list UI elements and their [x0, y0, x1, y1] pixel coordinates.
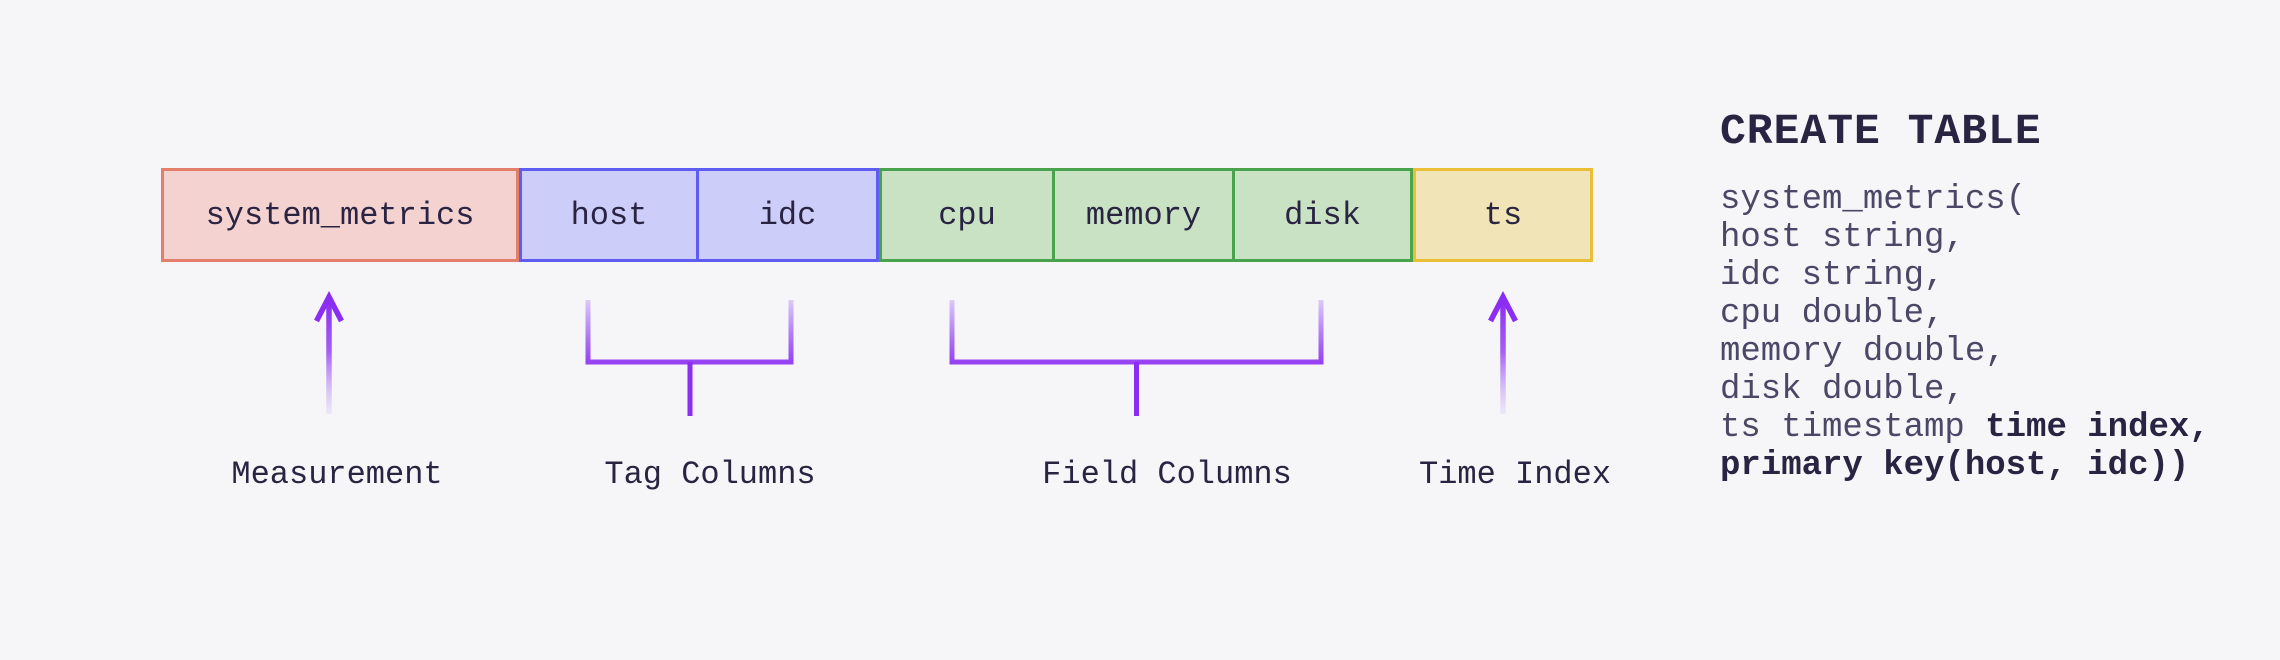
table-cell-system_metrics: system_metrics — [161, 168, 519, 262]
sql-segment: idc string, — [1720, 257, 1945, 295]
sql-line: disk double, — [1720, 371, 2210, 409]
sql-line: host string, — [1720, 219, 2210, 257]
sql-line: primary key(host, idc)) — [1720, 447, 2210, 485]
sql-segment: time index, — [1985, 409, 2210, 447]
sql-segment: host string, — [1720, 219, 1965, 257]
time-index-arrow — [1488, 291, 1518, 414]
table-cell-cpu: cpu — [879, 168, 1055, 262]
sql-line: memory double, — [1720, 333, 2210, 371]
sql-segment: primary key(host, idc)) — [1720, 447, 2190, 485]
field-columns-bracket — [949, 300, 1324, 416]
sql-segment: cpu double, — [1720, 295, 1945, 333]
annotation-time: Time Index — [1418, 456, 1612, 493]
sql-body: system_metrics(host string,idc string,cp… — [1720, 181, 2210, 485]
table-cell-idc: idc — [696, 168, 879, 262]
measurement-arrow — [314, 291, 344, 414]
annotation-tag: Tag Columns — [604, 456, 816, 493]
sql-segment: memory double, — [1720, 333, 2006, 371]
table-cell-memory: memory — [1052, 168, 1235, 262]
sql-segment: ts timestamp — [1720, 409, 1986, 447]
sql-title: CREATE TABLE — [1720, 107, 2042, 156]
tag-columns-bracket — [585, 300, 794, 416]
sql-segment: disk double, — [1720, 371, 1965, 409]
sql-snippet: CREATE TABLE system_metrics(host string,… — [1720, 107, 2210, 486]
table-cell-ts: ts — [1413, 168, 1593, 262]
sql-line: cpu double, — [1720, 295, 2210, 333]
table-cell-disk: disk — [1232, 168, 1413, 262]
annotation-measurement: Measurement — [231, 456, 443, 493]
annotation-field: Field Columns — [1042, 456, 1292, 493]
sql-line: system_metrics( — [1720, 181, 2210, 219]
sql-segment: system_metrics( — [1720, 181, 2027, 219]
sql-line: ts timestamp time index, — [1720, 409, 2210, 447]
table-cell-host: host — [519, 168, 699, 262]
sql-line: idc string, — [1720, 257, 2210, 295]
